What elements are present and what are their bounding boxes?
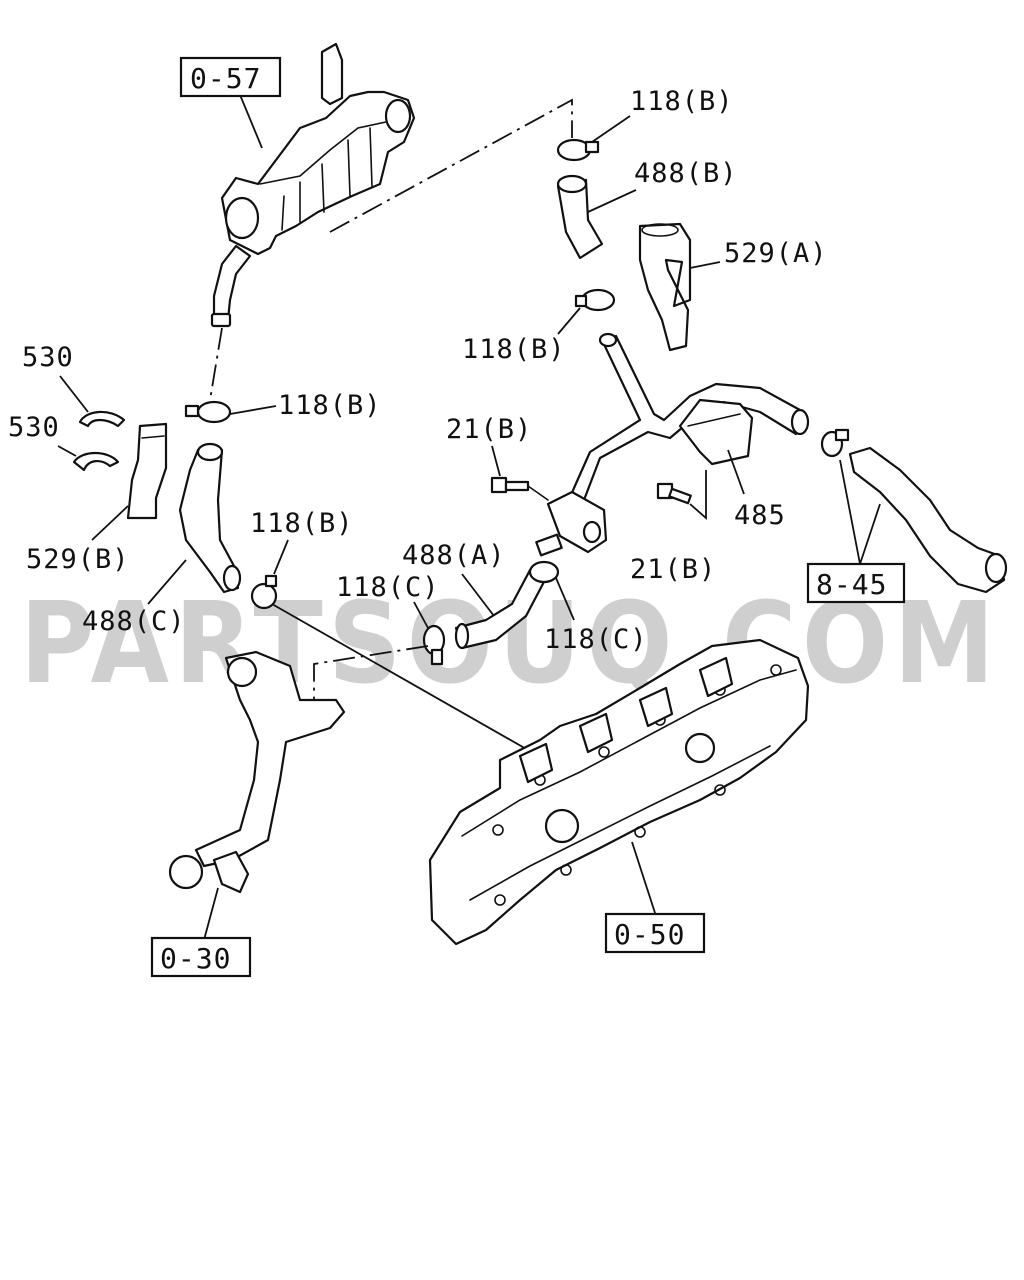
label-clamp-530-a: 530 [22,342,74,373]
egr-cooler-part [210,42,416,328]
water-outlet-part [194,650,346,868]
label-clamp-530-b: 530 [8,412,60,443]
label-bolt-21b-bottom: 21(B) [630,554,716,585]
label-bolt-21b-top: 21(B) [446,414,532,445]
label-hose-488b: 488(B) [634,158,738,189]
label-clip-118b-top: 118(B) [630,86,734,117]
ref-label-cylinder-head[interactable]: 0-50 [614,918,685,951]
radiator-hose-part [820,428,1008,594]
ref-box-egr-cooler[interactable] [179,56,282,98]
label-clip-118c-right: 118(C) [544,624,648,655]
label-clip-118b-mid: 118(B) [462,334,566,365]
bracket-529b-part [126,422,168,520]
bolt-21b-top-part [490,476,530,494]
clamp-530-b-part [72,451,120,472]
clip-118c-left-part [422,624,446,666]
bolt-21b-bottom-part [656,482,692,505]
label-bracket-485: 485 [734,500,786,531]
label-hose-488c: 488(C) [82,606,186,637]
hose-488b-part [556,178,604,260]
label-clip-118b-lower: 118(B) [250,508,354,539]
clamp-530-a-part [78,410,126,428]
clip-118b-mid-part [574,288,616,312]
label-clip-118c-left: 118(C) [336,572,440,603]
label-hose-488a: 488(A) [402,540,506,571]
ref-label-egr-cooler[interactable]: 0-57 [190,62,261,95]
ref-box-radiator-hose[interactable] [806,562,906,604]
clip-118b-top-part [556,138,600,162]
cylinder-head-part [428,638,810,946]
ref-box-cylinder-head[interactable] [604,912,706,954]
label-clip-118b-left: 118(B) [278,390,382,421]
bracket-529a-part [638,222,692,352]
ref-label-radiator-hose[interactable]: 8-45 [816,568,887,601]
ref-box-water-outlet[interactable] [150,936,252,978]
ref-label-water-outlet[interactable]: 0-30 [160,942,231,975]
clip-118b-lower-part [250,574,278,610]
label-bracket-529a: 529(A) [724,238,828,269]
label-bracket-529b: 529(B) [26,544,130,575]
clip-118b-left-part [184,400,232,424]
